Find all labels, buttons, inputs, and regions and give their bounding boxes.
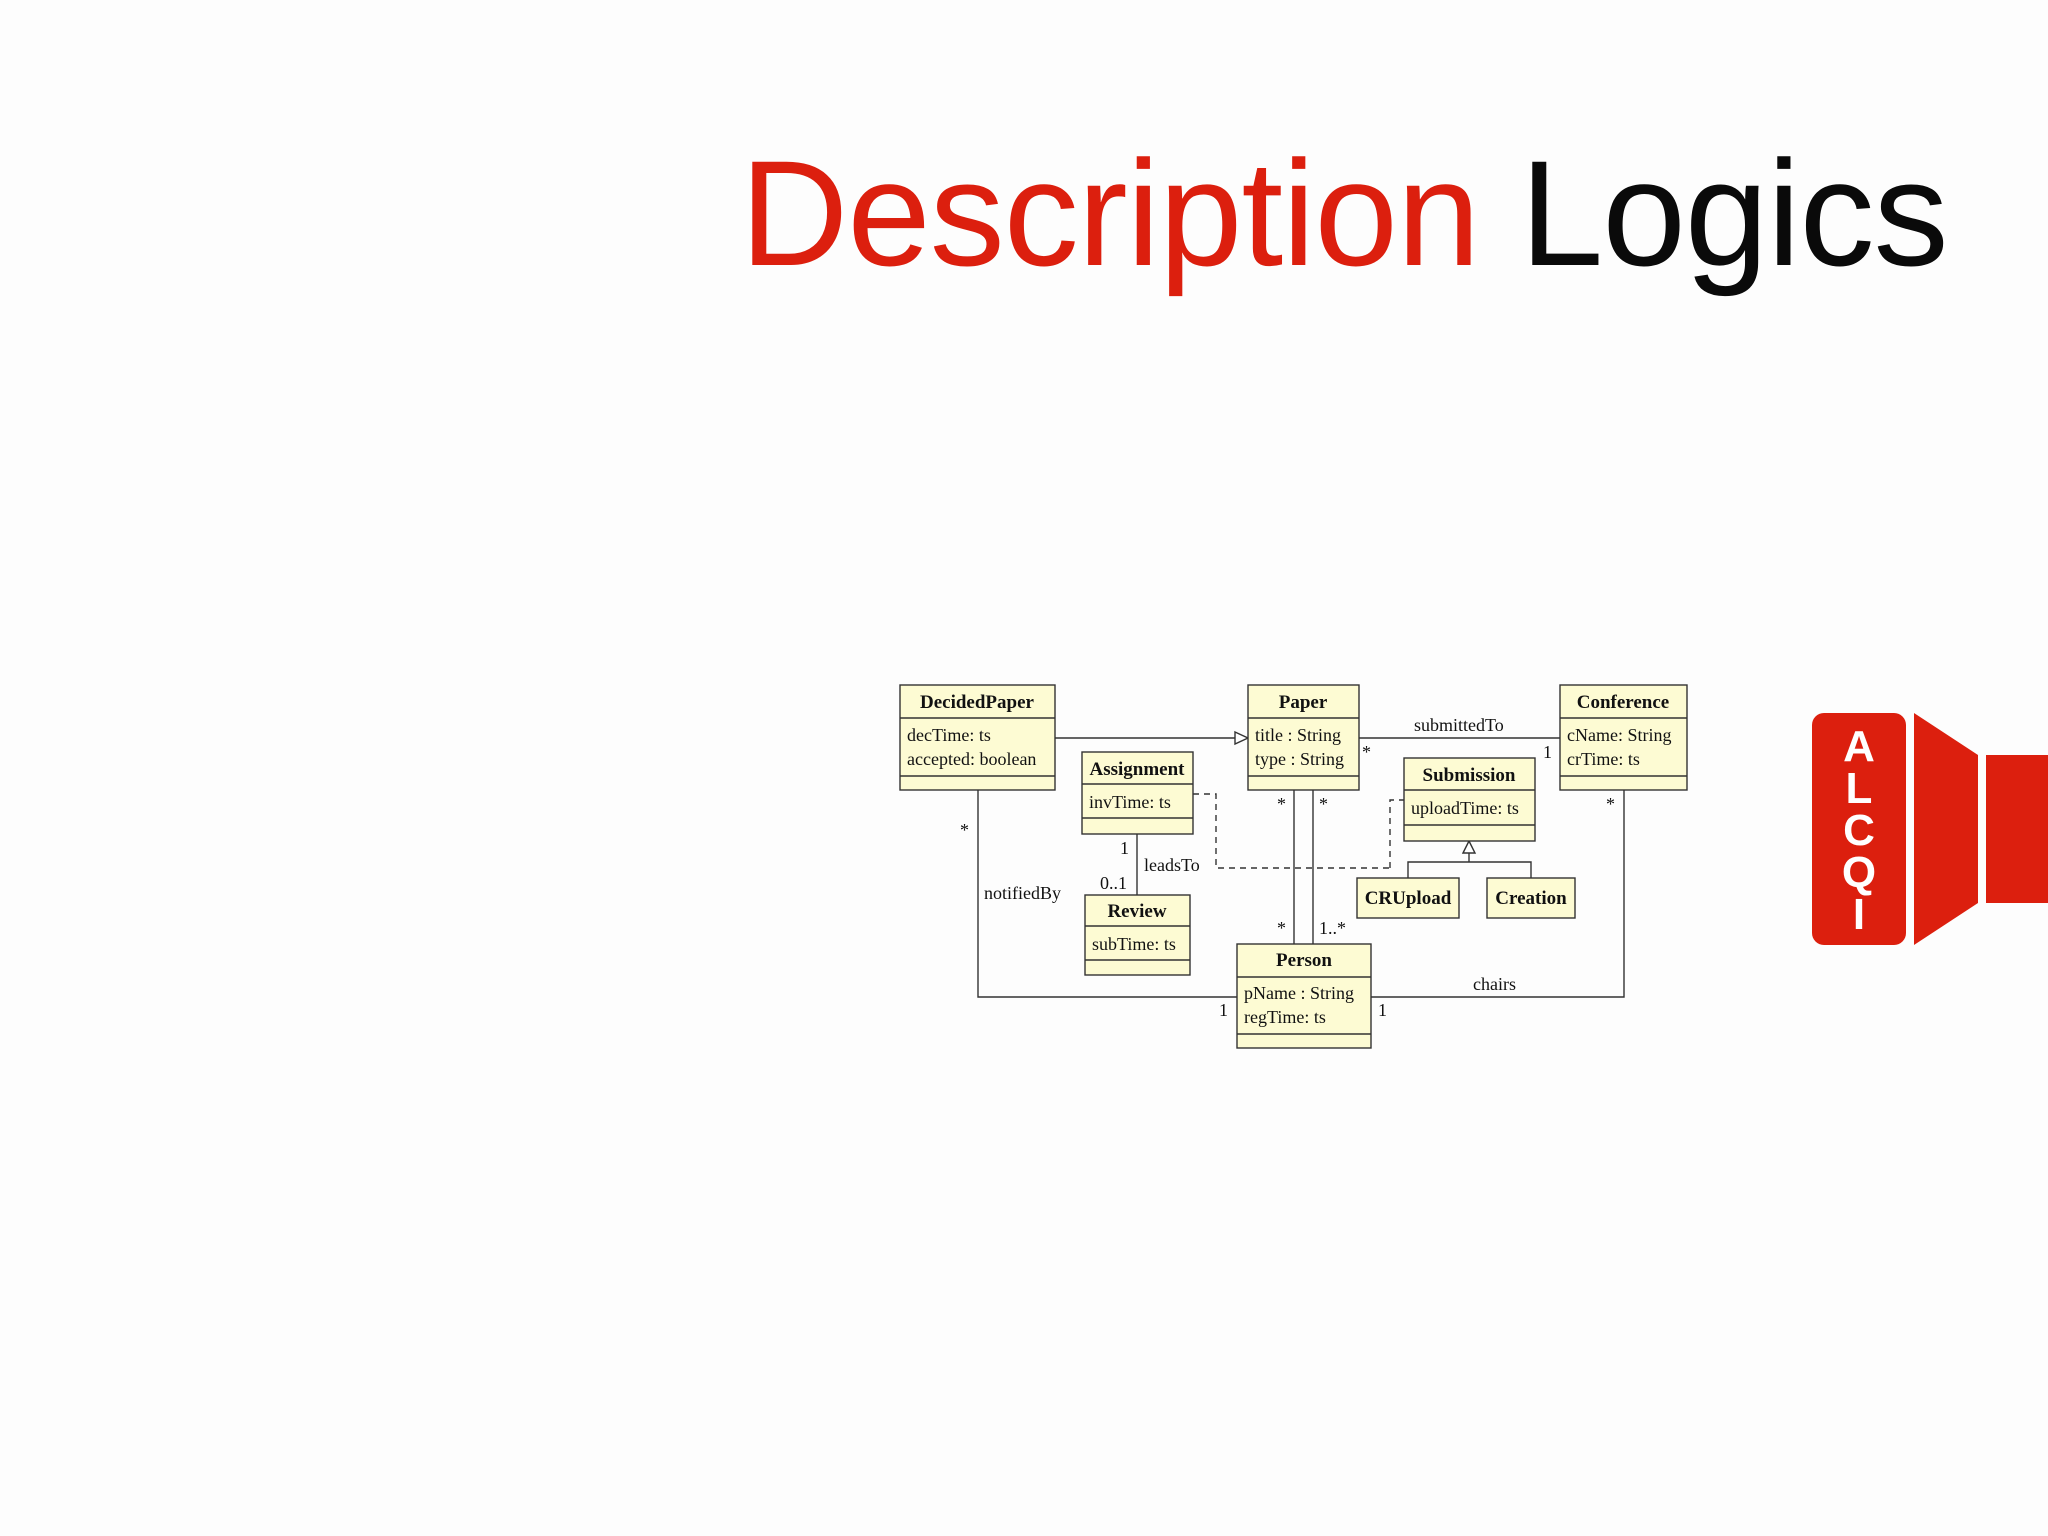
badge-letter-c: C bbox=[1843, 806, 1875, 855]
mult-submitted-paper: * bbox=[1362, 742, 1371, 762]
class-creation: Creation bbox=[1486, 877, 1576, 919]
class-submission: Submission uploadTime: ts bbox=[1403, 757, 1536, 842]
alcqi-letters: A L C Q I bbox=[1842, 722, 1876, 939]
class-attr: type : String bbox=[1255, 749, 1344, 769]
class-attr: regTime: ts bbox=[1244, 1007, 1326, 1027]
edge-chairs bbox=[1371, 790, 1625, 998]
class-name: Creation bbox=[1495, 888, 1567, 909]
class-name: Conference bbox=[1577, 692, 1670, 713]
class-attr: cName: String bbox=[1567, 725, 1671, 745]
class-paper: Paper title : String type : String bbox=[1247, 684, 1360, 791]
megaphone-handle bbox=[1812, 713, 1906, 945]
mult-submitted-conf: 1 bbox=[1543, 742, 1552, 762]
label-notified-by: notifiedBy bbox=[984, 883, 1061, 903]
badge-letter-l: L bbox=[1846, 764, 1873, 813]
class-name: Submission bbox=[1423, 765, 1516, 786]
mult-paper-left: * bbox=[1277, 794, 1286, 814]
mult-leads-review: 0..1 bbox=[1100, 873, 1127, 893]
label-submitted-to: submittedTo bbox=[1414, 715, 1504, 735]
edge-crupload-generalization bbox=[1407, 861, 1532, 878]
badge-letter-q: Q bbox=[1842, 848, 1876, 897]
class-name: Review bbox=[1107, 901, 1166, 922]
class-attr: invTime: ts bbox=[1089, 792, 1171, 812]
class-crupload: CRUpload bbox=[1356, 877, 1460, 919]
class-attr: title : String bbox=[1255, 725, 1341, 745]
class-conference: Conference cName: String crTime: ts bbox=[1559, 684, 1688, 791]
mult-notified-person: 1 bbox=[1219, 1000, 1228, 1020]
class-name: DecidedPaper bbox=[920, 692, 1035, 713]
class-decidedpaper: DecidedPaper decTime: ts accepted: boole… bbox=[899, 684, 1056, 791]
generalization-arrow bbox=[1234, 730, 1250, 746]
title-logics: Logics bbox=[1519, 129, 1949, 297]
class-name: Paper bbox=[1279, 692, 1328, 713]
class-attr: pName : String bbox=[1244, 983, 1354, 1003]
class-attr: decTime: ts bbox=[907, 725, 991, 745]
class-person: Person pName : String regTime: ts bbox=[1236, 943, 1372, 1049]
megaphone-icon: A L C Q I bbox=[1812, 713, 2048, 945]
dashed-assignment-link bbox=[1193, 793, 1390, 869]
mult-chairs-person: 1 bbox=[1378, 1000, 1387, 1020]
submission-generalization-arrow bbox=[1461, 839, 1477, 854]
badge-letter-a: A bbox=[1843, 722, 1875, 771]
label-leads-to: leadsTo bbox=[1144, 855, 1200, 875]
label-chairs: chairs bbox=[1473, 974, 1516, 994]
mult-paper-right: * bbox=[1319, 794, 1328, 814]
class-attr: accepted: boolean bbox=[907, 749, 1036, 769]
edges bbox=[977, 730, 1625, 998]
class-review: Review subTime: ts bbox=[1084, 894, 1191, 976]
class-name: Person bbox=[1276, 950, 1332, 971]
mult-notified-decided: * bbox=[960, 820, 969, 840]
slide-title: Description Logics bbox=[740, 138, 1949, 288]
megaphone-horn bbox=[1914, 713, 1978, 945]
class-name: CRUpload bbox=[1365, 888, 1452, 909]
class-attr: crTime: ts bbox=[1567, 749, 1640, 769]
dashed-submission-link bbox=[1389, 799, 1404, 868]
class-attr: subTime: ts bbox=[1092, 934, 1176, 954]
title-description: Description bbox=[740, 129, 1480, 297]
class-assignment: Assignment invTime: ts bbox=[1081, 751, 1194, 835]
mult-person-left: * bbox=[1277, 918, 1286, 938]
mult-leads-assignment: 1 bbox=[1120, 838, 1129, 858]
badge-letter-i: I bbox=[1853, 890, 1865, 939]
mult-chairs-conf: * bbox=[1606, 794, 1615, 814]
class-name: Assignment bbox=[1089, 759, 1185, 780]
megaphone-mouth bbox=[1986, 755, 2048, 903]
edge-notified-by bbox=[977, 790, 1237, 998]
mult-person-right: 1..* bbox=[1319, 918, 1346, 938]
class-attr: uploadTime: ts bbox=[1411, 798, 1519, 818]
